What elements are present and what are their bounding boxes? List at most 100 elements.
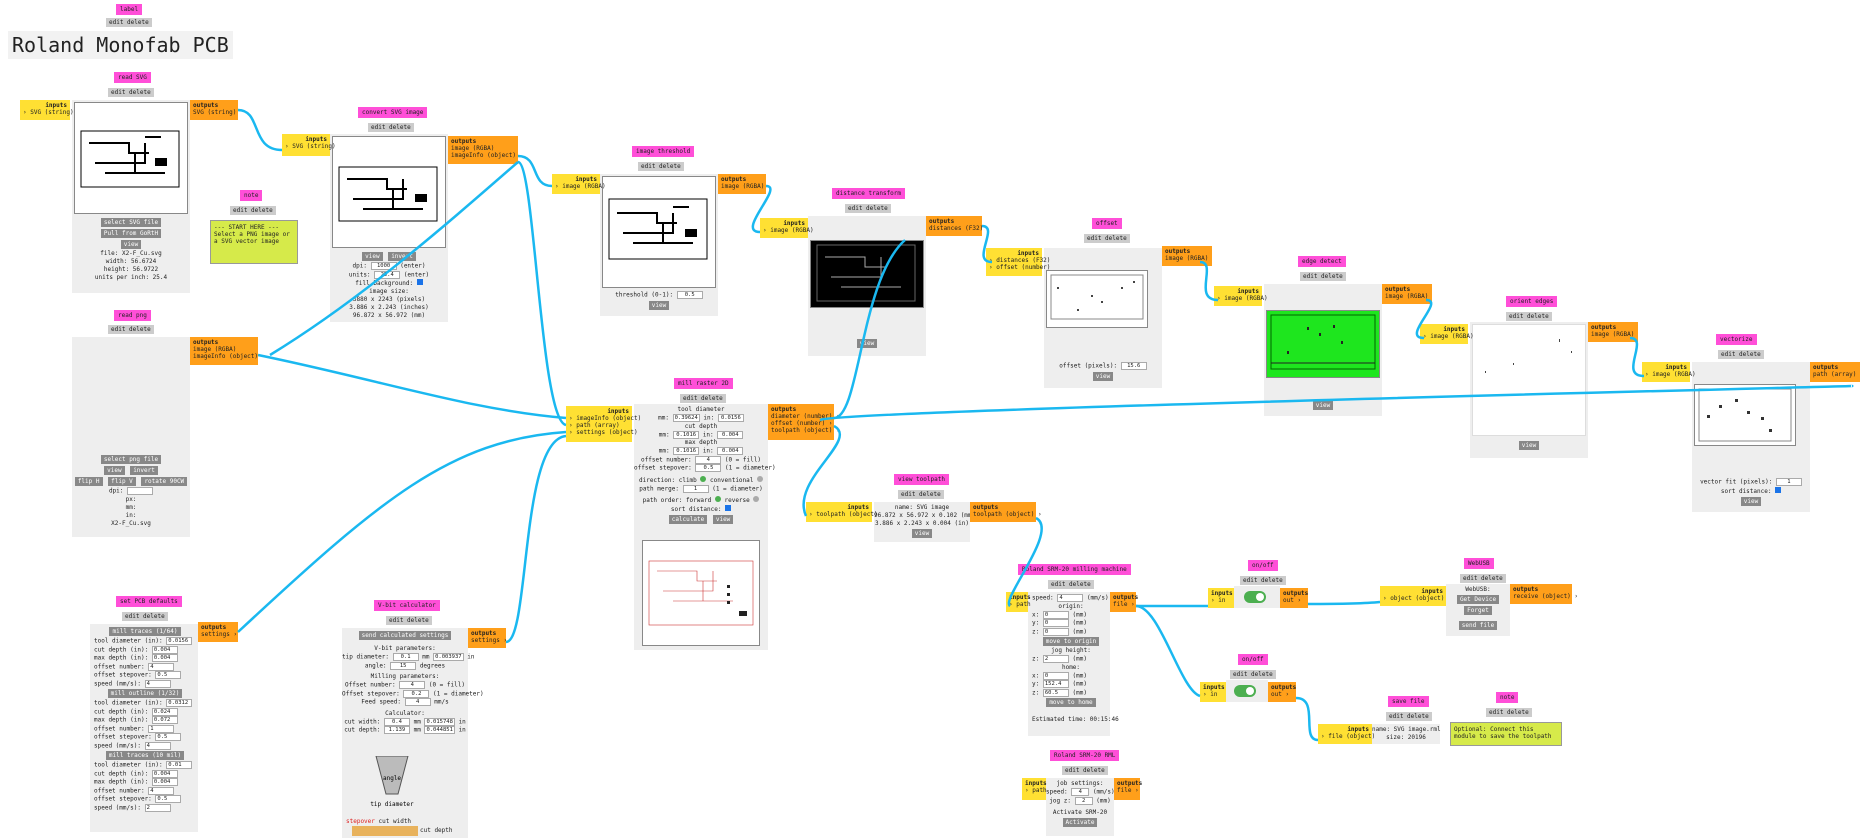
mill-reverse-radio[interactable] xyxy=(753,496,760,502)
pcb-g1-os[interactable]: 0.5 xyxy=(155,671,182,679)
vbit-out-port[interactable]: settings › xyxy=(471,637,508,644)
srm-oz-input[interactable]: 0 xyxy=(1042,627,1069,636)
convsvg-fill-checkbox[interactable] xyxy=(416,279,423,285)
srm-in-port[interactable]: › path xyxy=(1009,601,1031,608)
convsvg-out-image[interactable]: image (RGBA) xyxy=(451,145,495,152)
vbit-os-input[interactable]: 0.2 xyxy=(403,689,430,698)
orient-edit-delete[interactable]: edit delete xyxy=(1506,312,1552,321)
readsvg-in-port[interactable]: › SVG (string) xyxy=(23,109,74,116)
vbit-tip-mm[interactable]: 0.1 xyxy=(392,653,419,661)
srmrml-out-port[interactable]: file › xyxy=(1117,787,1139,794)
mill-out-toolpath[interactable]: toolpath (object) › xyxy=(771,427,840,434)
pcb-g2-md[interactable]: 0.072 xyxy=(151,716,178,724)
convsvg-view-button[interactable]: view xyxy=(362,252,383,261)
mill-view-button[interactable]: view xyxy=(712,515,734,524)
webusb-forget-button[interactable]: Forget xyxy=(1464,606,1492,615)
vbit-tip-in[interactable]: 0.003937 xyxy=(433,653,464,661)
vectorize-in-port[interactable]: › image (RGBA) xyxy=(1645,371,1696,378)
pcb-g2-cd[interactable]: 0.024 xyxy=(151,707,178,716)
pcb-g3-td[interactable]: 0.01 xyxy=(166,761,193,769)
onoff1-edit-delete[interactable]: edit delete xyxy=(1240,576,1286,585)
mill-climb-radio[interactable] xyxy=(700,475,707,482)
edge-edit-delete[interactable]: edit delete xyxy=(1300,272,1346,281)
srm-oy-input[interactable]: 0 xyxy=(1042,619,1069,627)
webusb-get-button[interactable]: Get Device xyxy=(1456,595,1500,604)
onoff2-in-port[interactable]: › in xyxy=(1203,691,1218,698)
thresh-input[interactable]: 0.5 xyxy=(676,291,703,299)
orient-label[interactable]: orient edges xyxy=(1506,296,1558,307)
mill-conv-radio[interactable] xyxy=(757,475,764,482)
note2-label[interactable]: note xyxy=(1496,692,1519,703)
readpng-invert-button[interactable]: invert xyxy=(130,466,158,475)
readpng-label[interactable]: read png xyxy=(114,310,151,321)
mill-td-in[interactable]: 0.0156 xyxy=(717,414,744,422)
mill-sort-checkbox[interactable] xyxy=(725,505,732,511)
orient-in-port[interactable]: › image (RGBA) xyxy=(1423,333,1474,340)
convsvg-out-info[interactable]: imageInfo (object) xyxy=(451,152,517,159)
mill-label[interactable]: mill raster 2D xyxy=(674,378,733,389)
srm-hx-input[interactable]: 0 xyxy=(1042,671,1069,680)
convsvg-edit-delete[interactable]: edit delete xyxy=(368,123,414,132)
vectorize-view-button[interactable]: view xyxy=(1740,496,1762,506)
thresh-in-port[interactable]: › image (RGBA) xyxy=(555,183,606,190)
pcb-g1-sp[interactable]: 4 xyxy=(144,679,171,688)
srm-hy-input[interactable]: 152.4 xyxy=(1042,680,1069,688)
orient-view-button[interactable]: view xyxy=(1518,441,1540,450)
readpng-flipV-button[interactable]: flip V xyxy=(108,477,136,486)
mill-out-diameter[interactable]: diameter (number) › xyxy=(771,413,840,420)
viewtp-out-port[interactable]: toolpath (object) › xyxy=(973,511,1042,518)
readpng-out-info[interactable]: imageInfo (object) xyxy=(193,353,259,360)
srm-speed-input[interactable]: 4 xyxy=(1057,594,1084,602)
srm-ox-input[interactable]: 0 xyxy=(1042,610,1069,619)
readsvg-edit-delete[interactable]: edit delete xyxy=(108,88,154,97)
mill-cd-in[interactable]: 0.004 xyxy=(717,430,744,439)
mill-td-mm[interactable]: 0.39624 xyxy=(672,414,700,422)
thresh-out-port[interactable]: image (RGBA) xyxy=(721,183,765,190)
convsvg-label[interactable]: convert SVG image xyxy=(358,107,428,118)
srm-jz-input[interactable]: 2 xyxy=(1042,655,1069,663)
vectorize-label[interactable]: vectorize xyxy=(1716,334,1757,345)
vectorize-out-port[interactable]: path (array) xyxy=(1813,371,1857,378)
vbit-on-input[interactable]: 4 xyxy=(399,681,426,689)
readsvg-view-button[interactable]: view xyxy=(120,240,142,249)
onoff2-out-port[interactable]: out › xyxy=(1271,691,1290,698)
offset-view-button[interactable]: view xyxy=(1092,371,1114,381)
pcb-g2-sp[interactable]: 4 xyxy=(144,741,171,750)
mill-edit-delete[interactable]: edit delete xyxy=(680,394,726,403)
readsvg-label[interactable]: read SVG xyxy=(114,72,151,83)
srmrml-speed-input[interactable]: 4 xyxy=(1071,788,1090,796)
pcb-g3-cd[interactable]: 0.004 xyxy=(151,769,178,778)
convsvg-invert-button[interactable]: invert xyxy=(388,252,416,261)
dist-view-button[interactable]: view xyxy=(856,339,878,348)
mill-cd-mm[interactable]: 0.1016 xyxy=(673,430,700,439)
srmrml-label[interactable]: Roland SRM-20 RML xyxy=(1050,750,1120,761)
webusb-edit-delete[interactable]: edit delete xyxy=(1460,574,1506,583)
edge-out-port[interactable]: image (RGBA) xyxy=(1385,293,1429,300)
vbit-label[interactable]: V-bit calculator xyxy=(374,600,440,611)
note2-edit-delete[interactable]: edit delete xyxy=(1486,708,1532,717)
mill-md-mm[interactable]: 0.1016 xyxy=(673,447,700,455)
offset-pixels-input[interactable]: 15.6 xyxy=(1120,362,1147,370)
srm-home-button[interactable]: move to home xyxy=(1046,698,1096,707)
mill-forward-radio[interactable] xyxy=(714,496,721,502)
offset-edit-delete[interactable]: edit delete xyxy=(1084,234,1130,243)
webusb-send-button[interactable]: send file xyxy=(1458,621,1498,630)
savefile-label[interactable]: save file xyxy=(1388,696,1429,707)
onoff1-out-port[interactable]: out › xyxy=(1283,597,1302,604)
pcb-g3-button[interactable]: mill traces (10 mil) xyxy=(105,751,185,760)
mill-in-path[interactable]: › path (array) xyxy=(569,422,620,429)
pcb-g2-os[interactable]: 0.5 xyxy=(155,733,182,741)
note1-text[interactable]: --- START HERE --- Select a PNG image or… xyxy=(210,220,298,264)
readpng-select-button[interactable]: select png file xyxy=(100,455,162,464)
mill-out-offset[interactable]: offset (number) › xyxy=(771,420,833,427)
readpng-flipH-button[interactable]: flip H xyxy=(74,477,103,486)
offset-out-port[interactable]: image (RGBA) xyxy=(1165,255,1209,262)
readsvg-select-button[interactable]: select SVG file xyxy=(100,218,162,227)
mill-os-input[interactable]: 0.5 xyxy=(695,464,722,472)
vbit-fs-input[interactable]: 4 xyxy=(404,698,431,706)
pcb-g2-td[interactable]: 0.0312 xyxy=(166,699,193,707)
srmrml-jog-input[interactable]: 2 xyxy=(1074,796,1093,805)
onoff2-toggle[interactable] xyxy=(1234,685,1256,697)
pcb-out-port[interactable]: settings › xyxy=(201,631,238,638)
note1-label[interactable]: note xyxy=(240,190,263,201)
